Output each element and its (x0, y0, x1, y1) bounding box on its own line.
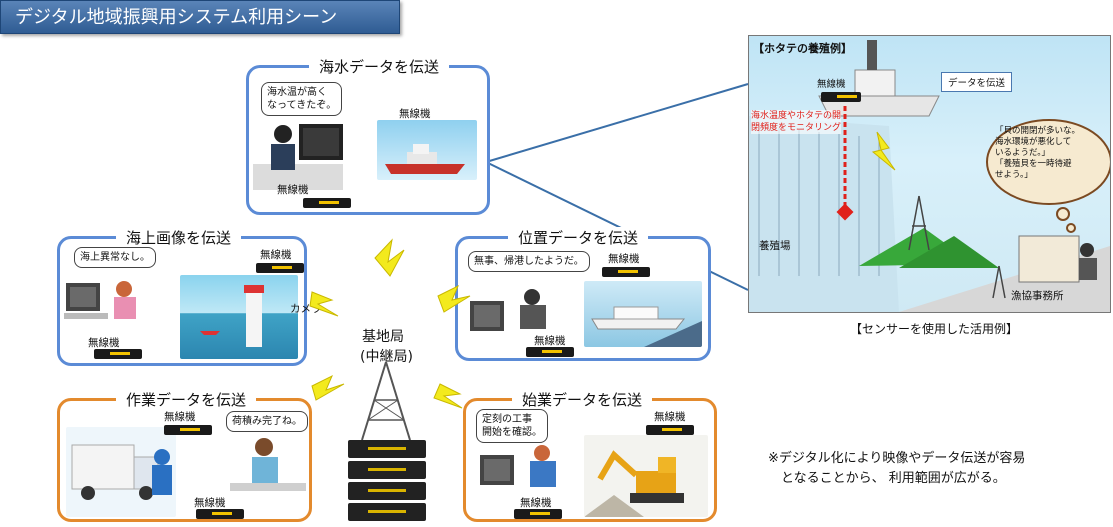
speech-bubble-sea-image: 海上異常なし。 (74, 247, 156, 268)
data-transfer-tag: データを伝送 (941, 72, 1013, 92)
farm-label: 養殖場 (759, 240, 791, 252)
speech-bubble-work: 荷積み完了ね。 (226, 411, 308, 432)
lightning-icon (311, 374, 345, 401)
page-title: デジタル地域振興用システム利用シーン (0, 0, 400, 34)
monitoring-note: 海水温度やホタテの開 閉頻度をモニタリング (751, 110, 842, 134)
radio-device-icon (526, 347, 574, 357)
radio-tower-icon (361, 361, 411, 441)
radio-label: 無線機 (260, 249, 292, 261)
server-rack-icon (348, 440, 426, 521)
card-seawater: 海水データを伝送 海水温が高く なってきたぞ。 無線機 無線機 (246, 56, 490, 215)
ferry-scene (584, 281, 702, 347)
lightning-icon (374, 238, 405, 277)
speech-bubble-position: 無事、帰港したようだ。 (468, 251, 590, 272)
card-work-title: 作業データを伝送 (116, 389, 257, 410)
radio-device-icon (646, 425, 694, 435)
speech-bubble-seawater: 海水温が高く なってきたぞ。 (261, 82, 343, 116)
radio-label: 無線機 (88, 337, 120, 349)
camera-label: カメラ (290, 303, 322, 315)
radio-label: 無線機 (534, 335, 566, 347)
radio-device-icon (602, 267, 650, 277)
card-start-title: 始業データを伝送 (512, 389, 653, 410)
card-sea-image: 海上画像を伝送 海上異常なし。 無線機 カメラ 無線機 (57, 227, 322, 366)
example-panel: 【ホタテの養殖例】 無線機 データを伝送 海水温度やホタテの開 閉頻度をモニタリ… (748, 35, 1111, 313)
fishery-office-label: 漁協事務所 (1011, 290, 1064, 302)
example-caption: 【センサーを使用した活用例】 (850, 322, 1019, 336)
radio-device-icon (94, 349, 142, 359)
thought-bubble-text: 「貝の開閉が多いな。 海水環境が悪化して いるようだ。」 「養殖貝を一時待避 せ… (995, 126, 1081, 180)
operator-computer-illustration (470, 289, 546, 331)
operator-desk-illustration (253, 124, 343, 190)
radio-device-icon (164, 425, 212, 435)
relay-station-label: (中継局) (360, 349, 413, 365)
radio-label: 無線機 (194, 497, 226, 509)
boat-scene (377, 120, 477, 180)
card-sea-image-title: 海上画像を伝送 (116, 227, 242, 248)
operator-computer-illustration (480, 445, 556, 487)
connector-line-top (485, 83, 749, 163)
radio-label: 無線機 (654, 411, 686, 423)
radio-device-icon (256, 263, 304, 273)
radio-tower-icon (908, 195, 930, 251)
base-station-label: 基地局 (362, 329, 404, 345)
lightning-icon (433, 383, 463, 409)
card-position-title: 位置データを伝送 (508, 227, 649, 248)
card-seawater-title: 海水データを伝送 (309, 56, 450, 77)
operator-computer-illustration (64, 281, 136, 319)
excavator-scene (584, 435, 708, 517)
lightning-icon (871, 131, 896, 171)
radio-label: 無線機 (277, 184, 309, 196)
card-position: 位置データを伝送 無事、帰港したようだ。 無線機 無線機 (455, 227, 711, 361)
radio-label: 無線機 (520, 497, 552, 509)
card-work: 作業データを伝送 荷積み完了ね。 無線機 無線機 (57, 389, 312, 522)
radio-device-icon (821, 92, 861, 102)
speech-bubble-start: 定刻の工事 開始を確認。 (476, 409, 548, 443)
digitalization-note: ※デジタル化により映像やデータ伝送が容易 となることから、 利用範囲が広がる。 (768, 451, 1026, 486)
lighthouse-scene (180, 275, 298, 359)
office-worker-illustration (230, 438, 306, 491)
radio-label: 無線機 (399, 108, 431, 120)
card-start: 始業データを伝送 定刻の工事 開始を確認。 無線機 無線機 (463, 389, 717, 522)
radio-label: 無線機 (608, 253, 640, 265)
radio-label: 無線機 (164, 411, 196, 423)
truck-scene (66, 427, 176, 517)
example-header: 【ホタテの養殖例】 (753, 42, 852, 55)
radio-label: 無線機 (817, 79, 846, 90)
radio-device-icon (196, 509, 244, 519)
radio-device-icon (514, 509, 562, 519)
radio-device-icon (303, 198, 351, 208)
